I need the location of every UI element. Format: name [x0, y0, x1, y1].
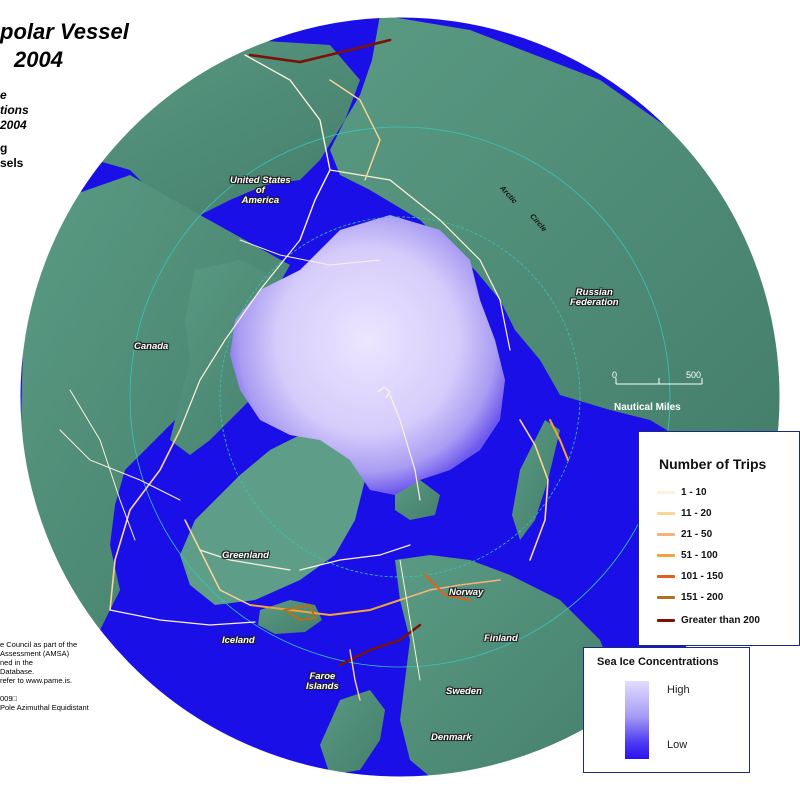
trip-class-row: 51 - 100: [657, 548, 718, 562]
trip-class-row: Greater than 200: [657, 613, 760, 627]
subtitle-line4: g: [0, 141, 8, 155]
trip-swatch: [657, 532, 675, 536]
trip-class-row: 101 - 150: [657, 569, 723, 583]
sea-ice-high-label: High: [667, 684, 690, 696]
subtitle-line2: tions: [0, 103, 29, 117]
map-credits: e Council as part of the Assessment (AMS…: [0, 640, 89, 712]
map-title: polar Vessel 2004: [0, 18, 129, 74]
label-russia: Russian Federation: [570, 287, 619, 308]
label-usa: United States of America: [230, 175, 291, 206]
map-subtitle: e tions 2004 g sels: [0, 88, 29, 171]
land-greenland: [180, 425, 365, 605]
credit-line4: Database.: [0, 667, 35, 676]
land-british-isles: [320, 690, 385, 775]
trip-swatch: [657, 618, 675, 622]
sea-ice-legend-title: Sea Ice Concentrations: [597, 656, 719, 668]
scale-bar: 0 500 Nautical Miles: [612, 368, 712, 418]
trip-swatch: [657, 595, 675, 599]
credit-line3: ned in the: [0, 658, 33, 667]
credit-line1: e Council as part of the: [0, 640, 78, 649]
trip-class-label: Greater than 200: [681, 614, 760, 626]
trips-legend-title: Number of Trips: [659, 456, 767, 472]
label-iceland: Iceland: [222, 635, 255, 646]
trip-class-row: 151 - 200: [657, 590, 723, 604]
credit-line7: Pole Azimuthal Equidistant: [0, 703, 89, 712]
trip-class-label: 1 - 10: [681, 486, 707, 498]
subtitle-line1: e: [0, 88, 7, 102]
trip-class-row: 11 - 20: [657, 506, 712, 520]
trip-swatch: [657, 553, 675, 557]
label-finland: Finland: [484, 633, 518, 644]
trip-class-label: 21 - 50: [681, 528, 713, 540]
trips-legend: Number of Trips 1 - 10 11 - 20 21 - 50 5…: [638, 431, 800, 646]
land-novaya-zemlya: [512, 420, 560, 540]
sea-ice-color-ramp: [625, 681, 649, 759]
trip-class-label: 151 - 200: [681, 591, 724, 603]
map-title-line1: polar Vessel: [0, 19, 129, 44]
credit-line6: 009□: [0, 694, 18, 703]
label-denmark: Denmark: [431, 732, 472, 743]
trip-swatch: [657, 574, 675, 578]
label-norway: Norway: [449, 587, 484, 598]
polar-route-marker: [377, 386, 391, 399]
credit-line2: Assessment (AMSA): [0, 649, 70, 658]
trip-class-row: 1 - 10: [657, 485, 707, 499]
scale-start: 0: [612, 370, 618, 380]
sea-ice-low-label: Low: [667, 739, 688, 751]
land-eurasia-east: [330, 17, 780, 470]
map-title-line2: 2004: [14, 47, 63, 72]
label-canada: Canada: [134, 341, 169, 352]
trip-class-label: 51 - 100: [681, 549, 718, 561]
label-faroe-islands: Faroe Islands: [306, 671, 339, 692]
scale-unit: Nautical Miles: [614, 402, 681, 413]
scale-end: 500: [686, 370, 702, 380]
graticule-inner: [219, 216, 581, 578]
globe-edge: [19, 16, 781, 778]
land-scandinavia: [395, 555, 620, 777]
credit-line5: refer to www.pame.is.: [0, 676, 73, 685]
trip-swatch: [657, 511, 675, 515]
trip-class-row: 21 - 50: [657, 527, 712, 541]
vessel-routes: [59, 38, 569, 701]
trip-swatch: [657, 490, 675, 494]
land-svalbard: [395, 480, 440, 520]
label-sweden: Sweden: [446, 686, 482, 697]
subtitle-line3: 2004: [0, 118, 27, 132]
subtitle-line5: sels: [0, 156, 24, 170]
sea-ice-legend: Sea Ice Concentrations High Low: [583, 647, 750, 773]
trip-class-label: 101 - 150: [681, 570, 724, 582]
sea-ice: [230, 215, 505, 495]
trip-class-label: 11 - 20: [681, 507, 712, 519]
scalebar-graphic: [615, 378, 703, 385]
graticule-arctic-circle: [129, 126, 671, 668]
label-greenland: Greenland: [222, 550, 269, 561]
